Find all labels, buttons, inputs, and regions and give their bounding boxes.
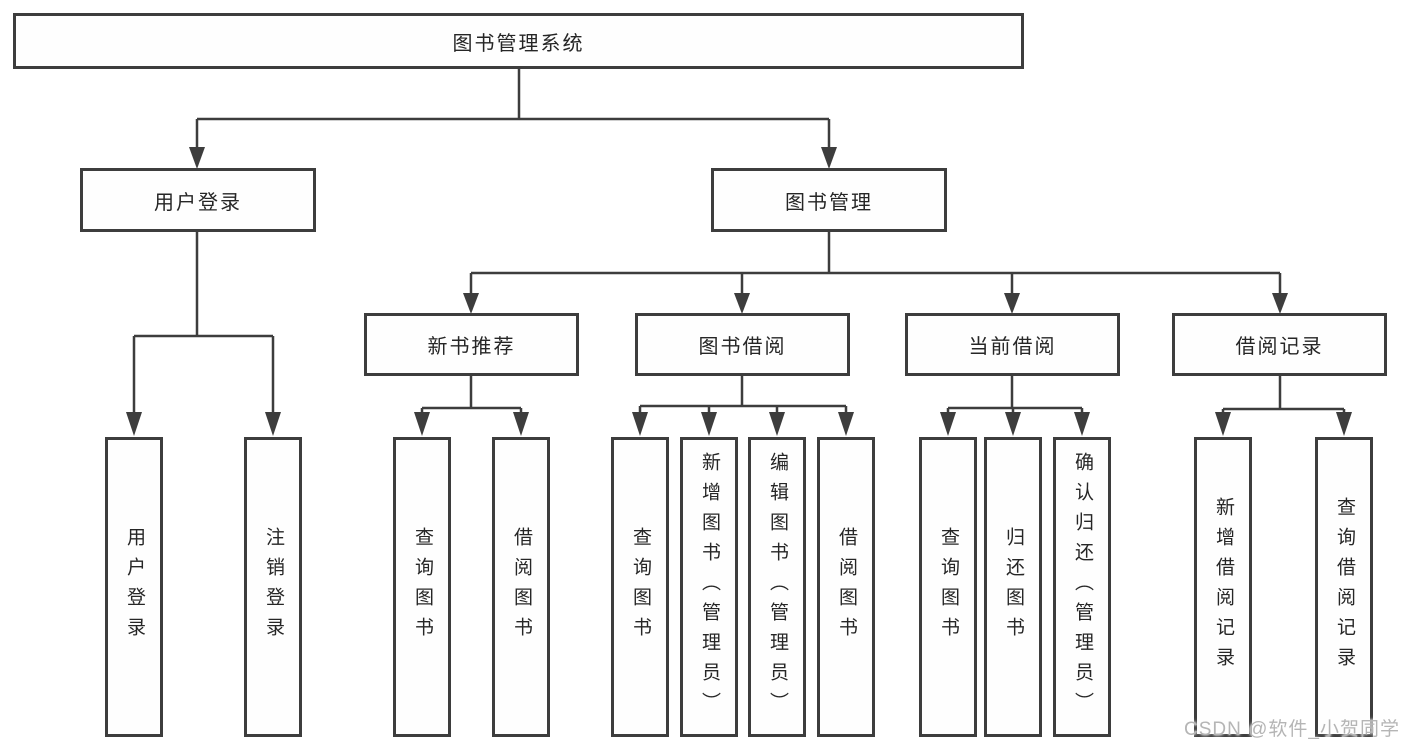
leaf-borrowing-edit-books-admin: 编辑图书（管理员） [748, 437, 806, 737]
node-user-login: 用户登录 [80, 168, 316, 232]
leaf-current-query-books: 查询图书 [919, 437, 977, 737]
node-book-borrowing: 图书借阅 [635, 313, 850, 376]
leaf-borrowing-borrow-books: 借阅图书 [817, 437, 875, 737]
leaf-user-login: 用户登录 [105, 437, 163, 737]
node-borrowing-records: 借阅记录 [1172, 313, 1387, 376]
leaf-records-query-record: 查询借阅记录 [1315, 437, 1373, 737]
node-book-management: 图书管理 [711, 168, 947, 232]
node-root-library-system: 图书管理系统 [13, 13, 1024, 69]
leaf-recommend-borrow-books: 借阅图书 [492, 437, 550, 737]
leaf-borrowing-query-books: 查询图书 [611, 437, 669, 737]
csdn-watermark: CSDN @软件_小贺同学 [1184, 719, 1400, 740]
leaf-records-add-record: 新增借阅记录 [1194, 437, 1252, 737]
leaf-current-return-books: 归还图书 [984, 437, 1042, 737]
node-new-book-recommend: 新书推荐 [364, 313, 579, 376]
leaf-recommend-query-books: 查询图书 [393, 437, 451, 737]
node-current-borrowing: 当前借阅 [905, 313, 1120, 376]
leaf-logout: 注销登录 [244, 437, 302, 737]
leaf-borrowing-add-books-admin: 新增图书（管理员） [680, 437, 738, 737]
leaf-current-confirm-return-admin: 确认归还（管理员） [1053, 437, 1111, 737]
